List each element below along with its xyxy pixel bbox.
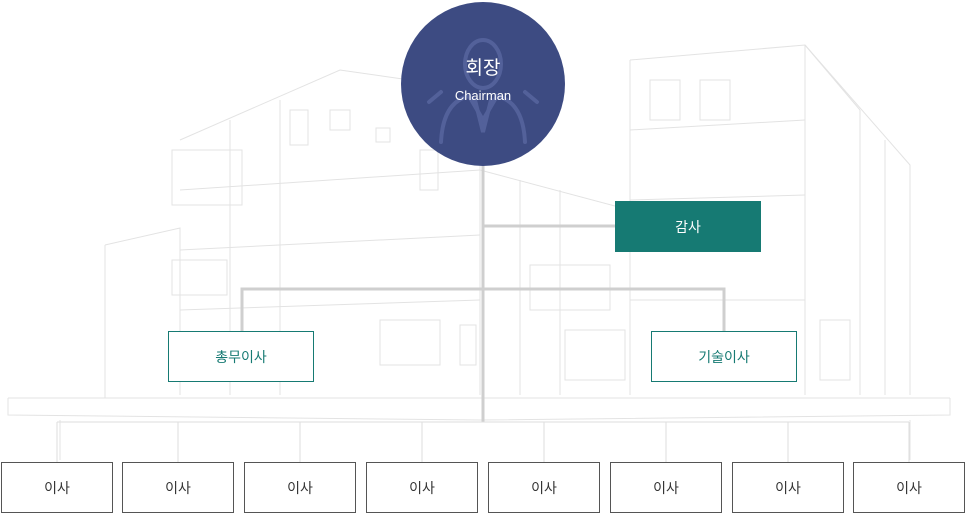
director-node: 이사 (488, 462, 600, 513)
director-node: 이사 (122, 462, 234, 513)
chairman-subtitle: Chairman (454, 88, 512, 103)
audit-node: 감사 (615, 201, 761, 252)
director-node: 이사 (366, 462, 478, 513)
chairman-node: 회장 Chairman (401, 2, 565, 166)
director-node: 이사 (853, 462, 965, 513)
general-affairs-director-node: 총무이사 (168, 331, 314, 382)
director-node: 이사 (1, 462, 113, 513)
technical-director-node: 기술이사 (651, 331, 797, 382)
director-node: 이사 (610, 462, 722, 513)
director-node: 이사 (244, 462, 356, 513)
chairman-title: 회장 (465, 57, 501, 79)
director-node: 이사 (732, 462, 844, 513)
person-icon (427, 38, 539, 144)
